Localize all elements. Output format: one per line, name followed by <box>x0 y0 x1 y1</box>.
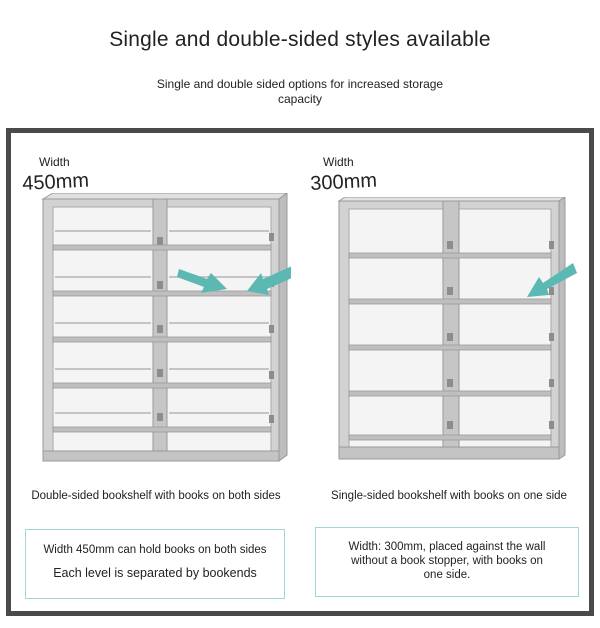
right-info-text: Width: 300mm, placed against the wall wi… <box>348 541 546 581</box>
bookshelf-top <box>41 193 288 200</box>
comparison-frame: Width 450mm <box>6 128 594 616</box>
shelf-boards <box>348 252 552 441</box>
bookend-rails <box>55 230 269 414</box>
arrow-icon <box>177 266 291 295</box>
left-caption: Double-sided bookshelf with books on bot… <box>31 490 281 502</box>
shelf-boards <box>52 244 272 433</box>
center-post-slots <box>157 237 163 421</box>
page-subtitle: Single and double sided options for incr… <box>156 77 444 106</box>
left-info-line-1: Width 450mm can hold books on both sides <box>43 544 267 556</box>
bookshelf-side <box>278 193 288 462</box>
right-info-box: Width: 300mm, placed against the wall wi… <box>315 527 579 597</box>
double-sided-bookshelf-image <box>41 193 291 462</box>
left-width-label: Width <box>39 155 70 169</box>
right-width-value: 300mm <box>309 169 378 196</box>
single-sided-bookshelf-image <box>337 197 577 460</box>
left-info-box: Width 450mm can hold books on both sides… <box>25 529 285 599</box>
left-info-line-2: Each level is separated by bookends <box>53 566 257 580</box>
right-width-label: Width <box>323 155 354 169</box>
right-caption: Single-sided bookshelf with books on one… <box>331 490 567 502</box>
arrow-icon <box>527 263 577 297</box>
page-title: Single and double-sided styles available <box>109 28 491 51</box>
center-post <box>442 200 460 460</box>
